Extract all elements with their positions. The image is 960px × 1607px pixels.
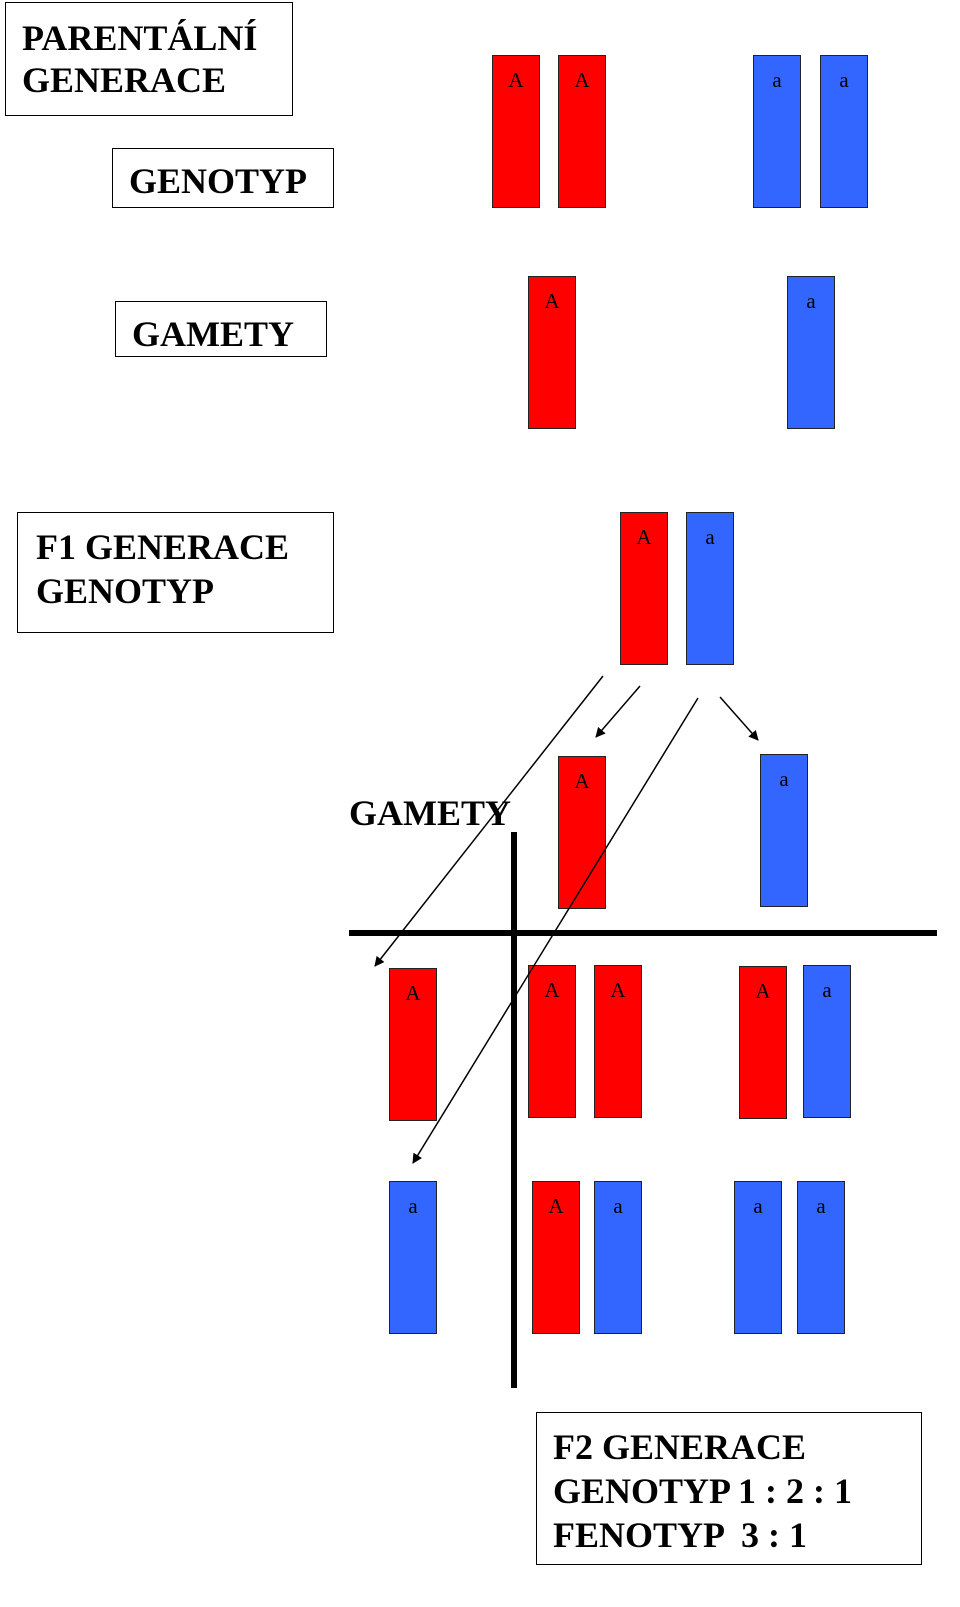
f1-gamete-side-recessive: a	[389, 1181, 437, 1334]
f1-chromosome-dominant: A	[620, 512, 668, 665]
parental-gamete-recessive: a	[787, 276, 835, 429]
punnett-aa-chromosome-2: a	[797, 1181, 845, 1334]
parental-title-line1: PARENTÁLNÍ	[22, 18, 258, 58]
arrow-to-side-recessive	[412, 697, 699, 1164]
arrow-to-side-dominant	[374, 675, 604, 967]
punnett-Aa-bottom-chromosome-2: a	[594, 1181, 642, 1334]
genotyp-label-box: GENOTYP	[112, 148, 334, 208]
parent1-chromosome-2: A	[558, 55, 606, 208]
f2-genotype-ratio: GENOTYP 1 : 2 : 1	[553, 1471, 853, 1511]
parent2-chromosome-2: a	[820, 55, 868, 208]
punnett-AA-chromosome-2: A	[594, 965, 642, 1118]
gamety-label-box: GAMETY	[115, 301, 327, 357]
gamety-label: GAMETY	[132, 314, 294, 354]
parent1-chromosome-1: A	[492, 55, 540, 208]
parental-gamete-dominant: A	[528, 276, 576, 429]
punnett-aa-chromosome-1: a	[734, 1181, 782, 1334]
f2-phenotype-ratio: FENOTYP 3 : 1	[553, 1515, 808, 1555]
f1-chromosome-recessive: a	[686, 512, 734, 665]
f1-gamete-side-dominant: A	[389, 968, 437, 1121]
parental-generation-box: PARENTÁLNÍ GENERACE	[5, 2, 293, 116]
punnett-Aa-top-chromosome-1: A	[739, 966, 787, 1119]
f1-gamete-top-recessive: a	[760, 754, 808, 907]
f2-generation-box: F2 GENERACE GENOTYP 1 : 2 : 1 FENOTYP 3 …	[536, 1412, 922, 1565]
f1-gamete-top-dominant: A	[558, 756, 606, 909]
parental-title-line2: GENERACE	[22, 60, 227, 100]
punnett-AA-chromosome-1: A	[528, 965, 576, 1118]
punnett-Aa-bottom-chromosome-1: A	[532, 1181, 580, 1334]
parent2-chromosome-1: a	[753, 55, 801, 208]
genotyp-label: GENOTYP	[129, 161, 308, 201]
arrow-to-top-recessive	[719, 696, 759, 741]
f1-title-line2: GENOTYP	[36, 571, 215, 611]
punnett-Aa-top-chromosome-2: a	[803, 965, 851, 1118]
f1-generation-box: F1 GENERACE GENOTYP	[17, 512, 334, 633]
f1-title-line1: F1 GENERACE	[36, 527, 290, 567]
arrow-to-top-dominant	[595, 685, 641, 738]
f2-title-line1: F2 GENERACE	[553, 1427, 807, 1467]
